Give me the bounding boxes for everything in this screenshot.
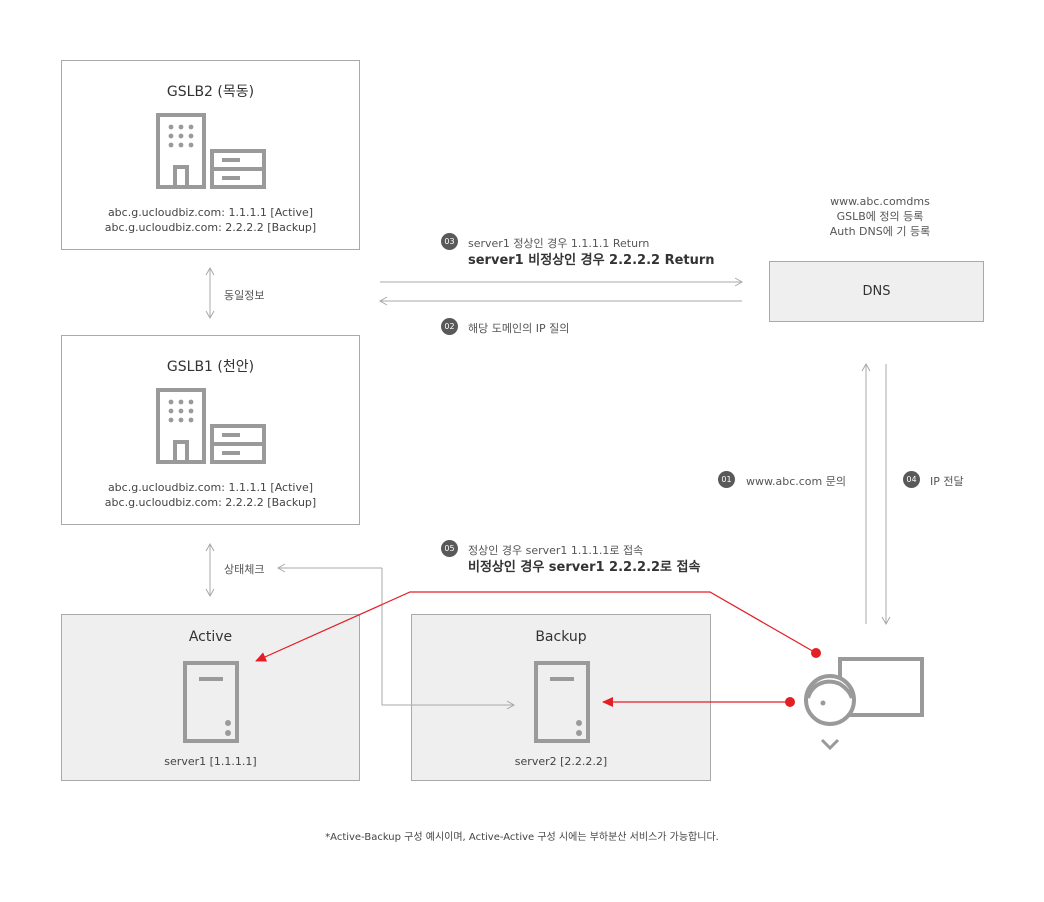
step02-text: 해당 도메인의 IP 질의 xyxy=(468,322,570,335)
step01-badge: 01 xyxy=(718,471,735,488)
step05-text: 정상인 경우 server1 1.1.1.1로 접속 xyxy=(468,544,644,557)
datacenter-icon xyxy=(156,113,266,189)
gslb1-record-active: abc.g.ucloudbiz.com: 1.1.1.1 [Active] xyxy=(107,481,314,494)
gslb2-box: GSLB2 (목동) abc.g.ucloudbiz.com: 1.1.1.1 … xyxy=(61,60,360,250)
step02-badge: 02 xyxy=(441,318,458,335)
step04-badge: 04 xyxy=(903,471,920,488)
datacenter-icon xyxy=(156,388,266,464)
backup-title: Backup xyxy=(535,629,587,645)
dns-info-line3: Auth DNS에 기 등록 xyxy=(829,225,931,238)
health-check-label: 상태체크 xyxy=(224,563,265,576)
user-computer-icon xyxy=(804,657,924,751)
user-to-backup-dot xyxy=(785,697,795,707)
dns-box: DNS xyxy=(769,261,984,322)
user-to-active-path xyxy=(255,591,817,662)
gslb1-record-backup: abc.g.ucloudbiz.com: 2.2.2.2 [Backup] xyxy=(104,496,317,509)
step03-text-bold: server1 비정상인 경우 2.2.2.2 Return xyxy=(468,253,715,268)
dns-title: DNS xyxy=(862,284,891,299)
dns-info: www.abc.comdms GSLB에 정의 등록 Auth DNS에 기 등… xyxy=(780,194,980,239)
step05-badge: 05 xyxy=(441,540,458,557)
backup-box: Backup server2 [2.2.2.2] xyxy=(411,614,711,781)
step03-text: server1 정상인 경우 1.1.1.1 Return xyxy=(468,237,650,250)
dns-info-line1: www.abc.comdms xyxy=(830,195,930,208)
step05-text-bold: 비정상인 경우 server1 2.2.2.2로 접속 xyxy=(468,560,701,575)
footnote: *Active-Backup 구성 예시이며, Active-Active 구성… xyxy=(325,832,719,843)
server-icon xyxy=(534,661,590,743)
active-box: Active server1 [1.1.1.1] xyxy=(61,614,360,781)
server-icon xyxy=(183,661,239,743)
backup-server-label: server2 [2.2.2.2] xyxy=(514,755,608,768)
gslb2-title: GSLB2 (목동) xyxy=(166,84,255,100)
gslb2-record-active: abc.g.ucloudbiz.com: 1.1.1.1 [Active] xyxy=(107,206,314,219)
gslb1-title: GSLB1 (천안) xyxy=(166,359,255,375)
step03-badge: 03 xyxy=(441,233,458,250)
active-server-label: server1 [1.1.1.1] xyxy=(164,755,257,768)
gslb2-record-backup: abc.g.ucloudbiz.com: 2.2.2.2 [Backup] xyxy=(104,221,317,234)
dns-info-line2: GSLB에 정의 등록 xyxy=(836,210,924,223)
gslb1-box: GSLB1 (천안) abc.g.ucloudbiz.com: 1.1.1.1 … xyxy=(61,335,360,525)
step04-text: IP 전달 xyxy=(930,475,964,488)
active-title: Active xyxy=(188,629,233,645)
user-to-active-dot xyxy=(811,648,821,658)
sync-label: 동일정보 xyxy=(224,289,265,302)
step01-text: www.abc.com 문의 xyxy=(746,475,846,488)
health-check-path xyxy=(381,568,516,710)
